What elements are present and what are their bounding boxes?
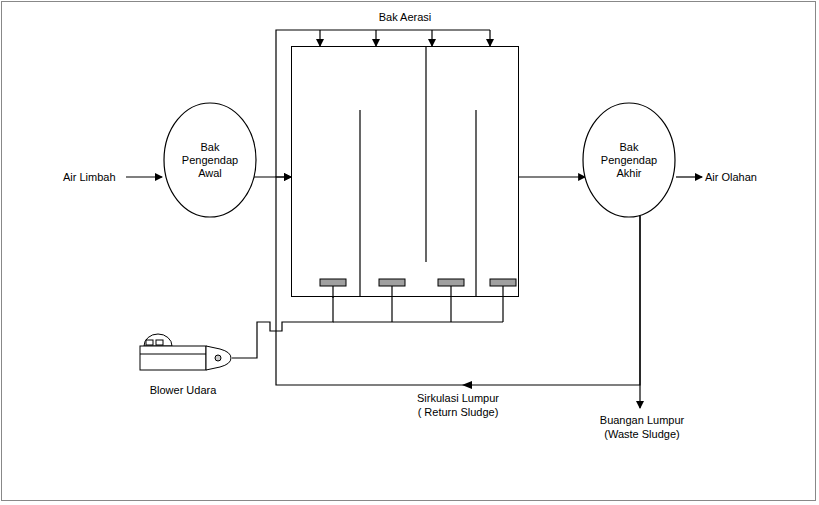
flow-connector: [519, 176, 585, 177]
node-label: Blower Udara: [136, 384, 230, 397]
aeration-tank: Bak Aerasi: [291, 46, 519, 297]
tank-heading: Bak Aerasi: [305, 11, 505, 24]
blower-icon: [136, 332, 232, 376]
node-label: Bak Pengendap Akhir: [594, 141, 664, 180]
flow-label: Air Limbah: [62, 170, 117, 184]
settling-tank-circle: Bak Pengendap Awal: [163, 102, 257, 218]
air-blower: Blower Udara: [136, 332, 232, 410]
edge-label: Sirkulasi Lumpur ( Return Sludge): [414, 391, 502, 419]
settling-tank-circle: Bak Pengendap Akhir: [582, 102, 676, 218]
flow-connector: [232, 297, 333, 358]
flow-label: Air Olahan: [704, 170, 758, 184]
flow-connector: [276, 177, 640, 385]
flow-label: Buangan Lumpur (Waste Sludge): [596, 413, 688, 441]
node-label: Bak Pengendap Awal: [175, 141, 245, 180]
